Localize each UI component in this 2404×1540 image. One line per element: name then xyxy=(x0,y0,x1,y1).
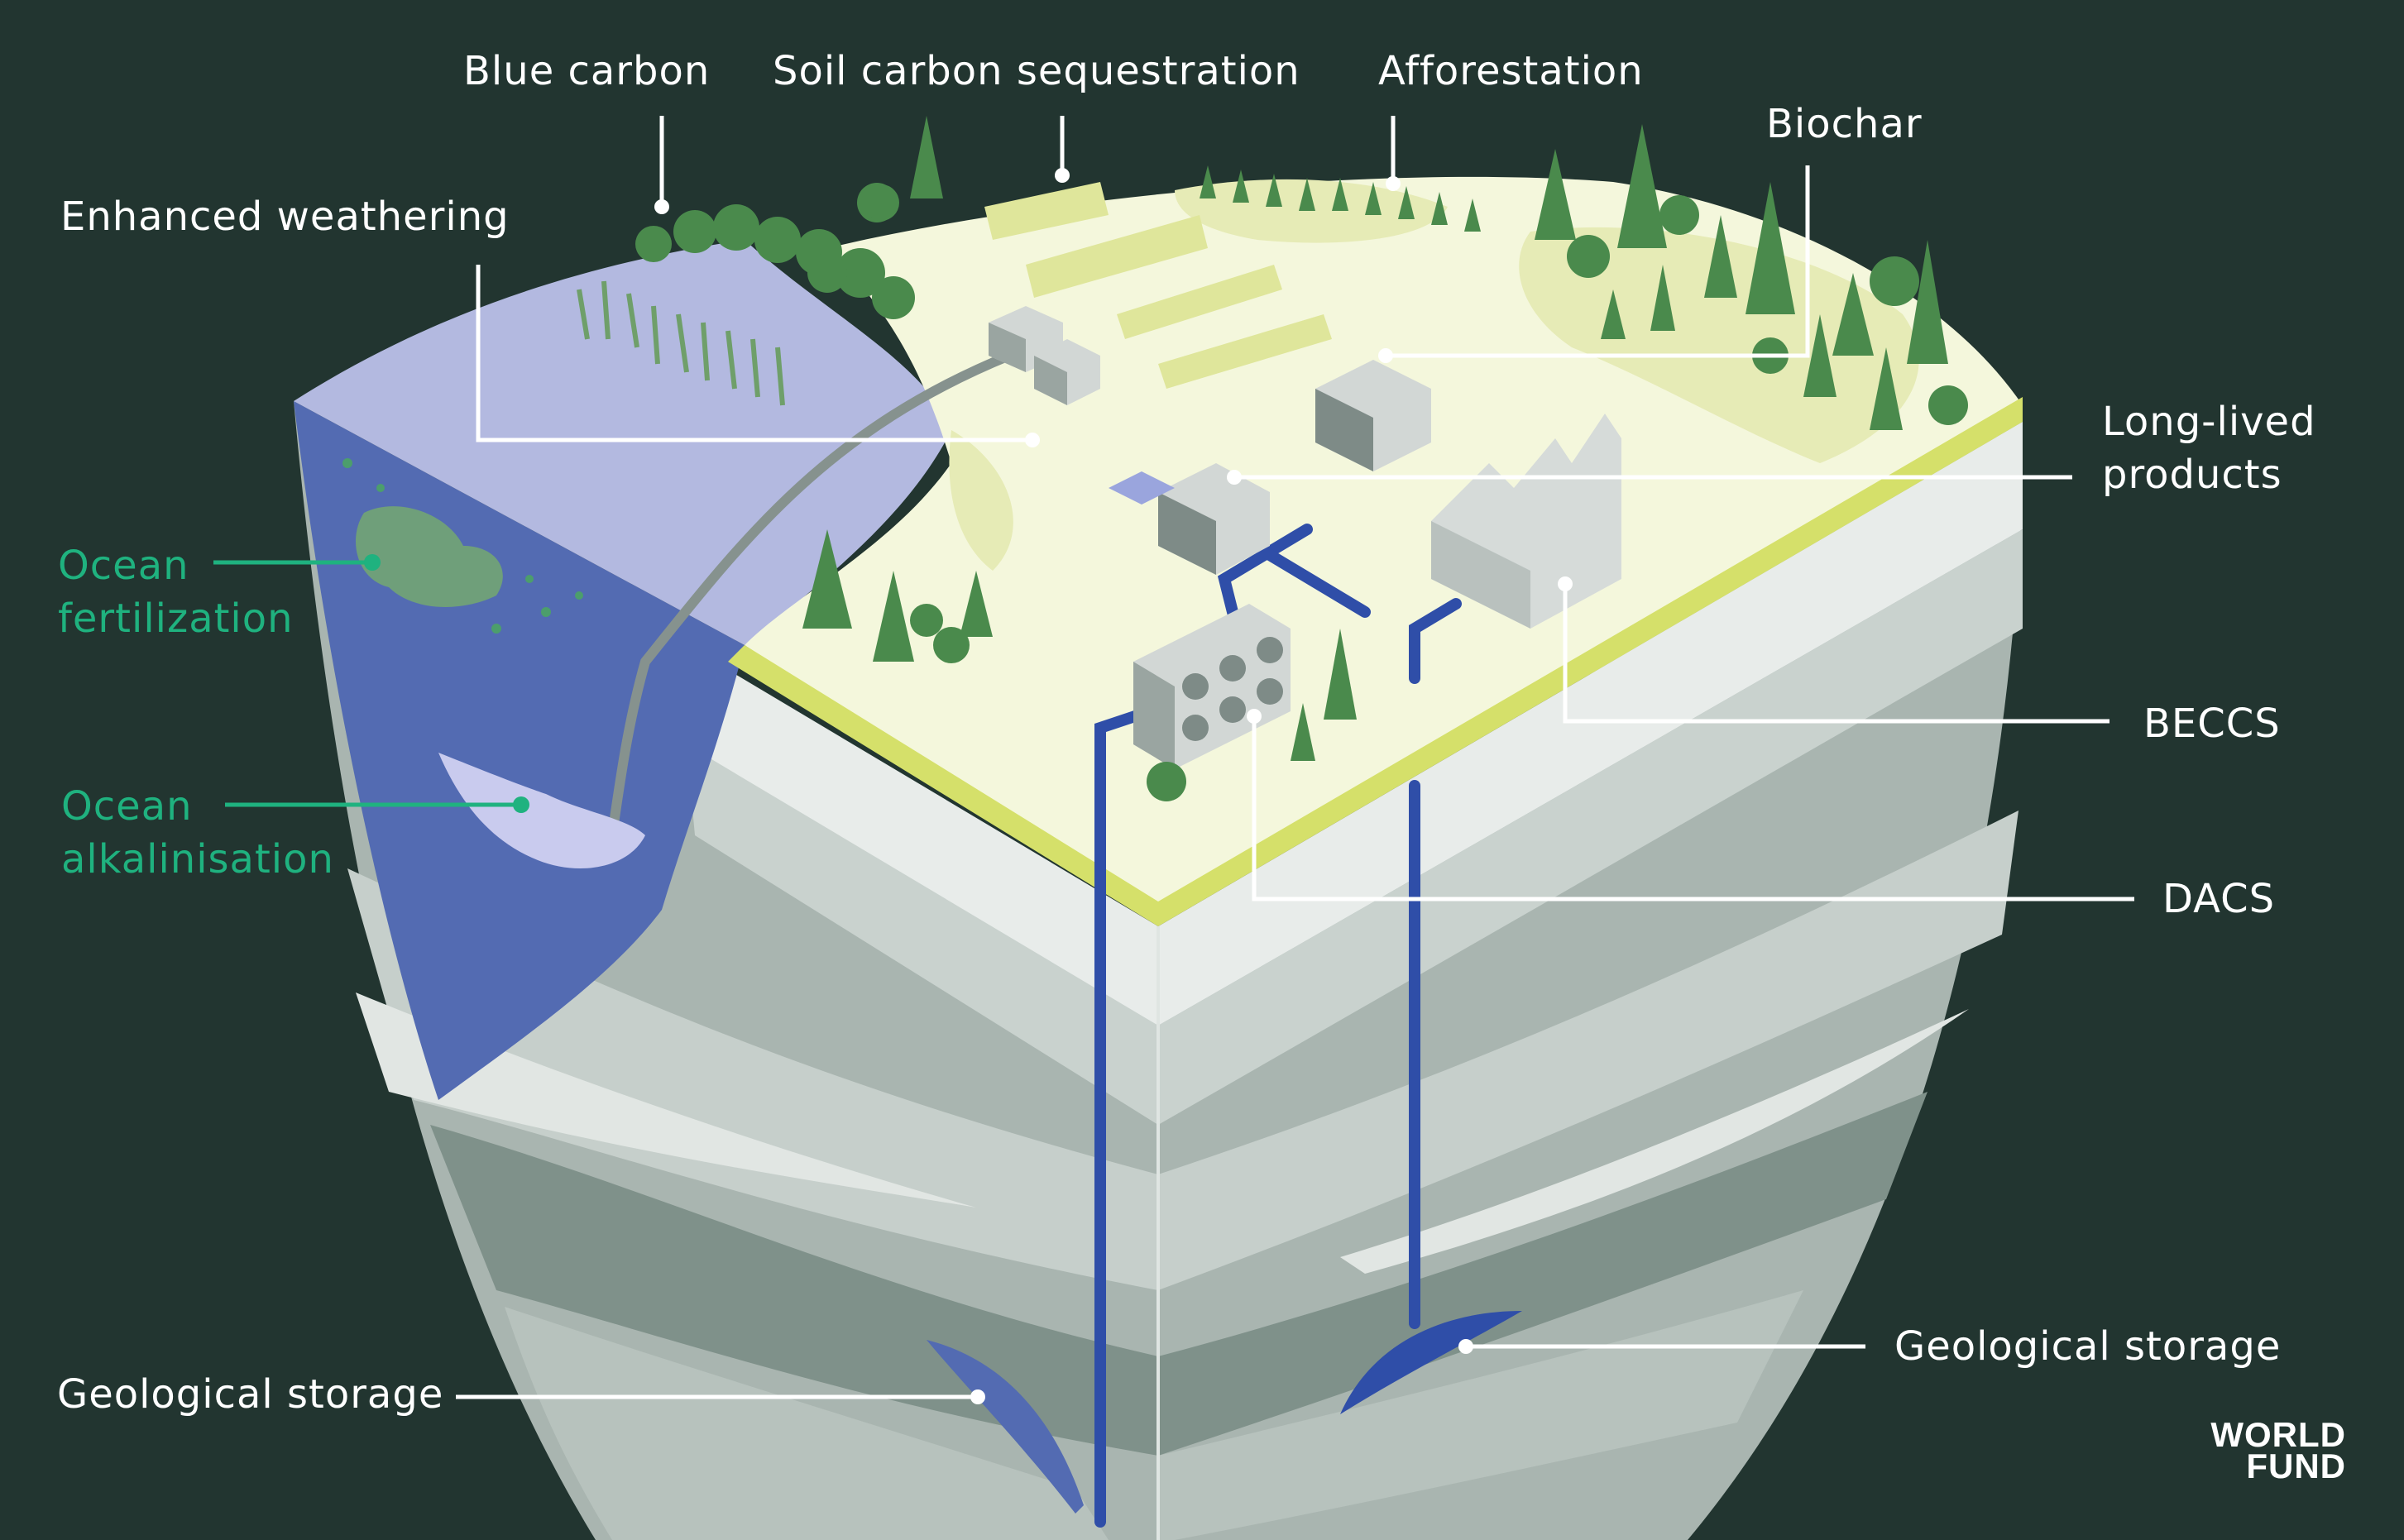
label-long-lived-products: Long-lived products xyxy=(2102,395,2316,501)
label-dacs: DACS xyxy=(2162,876,2276,922)
weathering-pipe xyxy=(607,351,1014,840)
buildings xyxy=(989,306,1621,769)
label-blue-carbon: Blue carbon xyxy=(463,48,711,94)
label-long-lived-line1: Long-lived xyxy=(2102,399,2316,445)
leader-dots-green xyxy=(364,554,529,813)
leader-dots xyxy=(654,168,1573,1404)
geo-storage-right-reservoir xyxy=(1340,1311,1522,1414)
label-ocean-alk-line1: Ocean xyxy=(61,783,193,830)
label-beccs: BECCS xyxy=(2143,701,2281,747)
trees xyxy=(635,116,1968,801)
leader-lines xyxy=(456,116,2134,1399)
crop-rows xyxy=(984,182,1332,389)
label-afforestation: Afforestation xyxy=(1378,48,1644,94)
label-geological-storage-right: Geological storage xyxy=(1894,1323,2282,1370)
label-ocean-fert-line2: fertilization xyxy=(58,595,294,642)
logo-line2: FUND xyxy=(2246,1447,2346,1485)
label-ocean-alk-line2: alkalinisation xyxy=(61,836,334,882)
label-ocean-alkalinisation: Ocean alkalinisation xyxy=(61,780,334,886)
label-long-lived-line2: products xyxy=(2102,452,2282,498)
ocean-fertilization-blob xyxy=(342,458,583,634)
seagrass xyxy=(577,280,785,406)
label-ocean-fert-line1: Ocean xyxy=(58,543,189,589)
label-ocean-fertilization: Ocean fertilization xyxy=(58,539,294,645)
ocean-alkalinisation-patch xyxy=(438,753,645,868)
label-biochar: Biochar xyxy=(1766,101,1923,147)
label-geological-storage-left: Geological storage xyxy=(57,1371,444,1418)
label-enhanced-weathering: Enhanced weathering xyxy=(60,194,510,240)
label-soil-carbon-sequestration: Soil carbon sequestration xyxy=(773,48,1300,94)
geo-storage-left-reservoir xyxy=(927,1340,1084,1514)
logo-line1: WORLD xyxy=(2210,1415,2346,1454)
world-fund-logo: WORLD FUND xyxy=(2210,1415,2346,1485)
leader-lines-green xyxy=(213,560,521,807)
